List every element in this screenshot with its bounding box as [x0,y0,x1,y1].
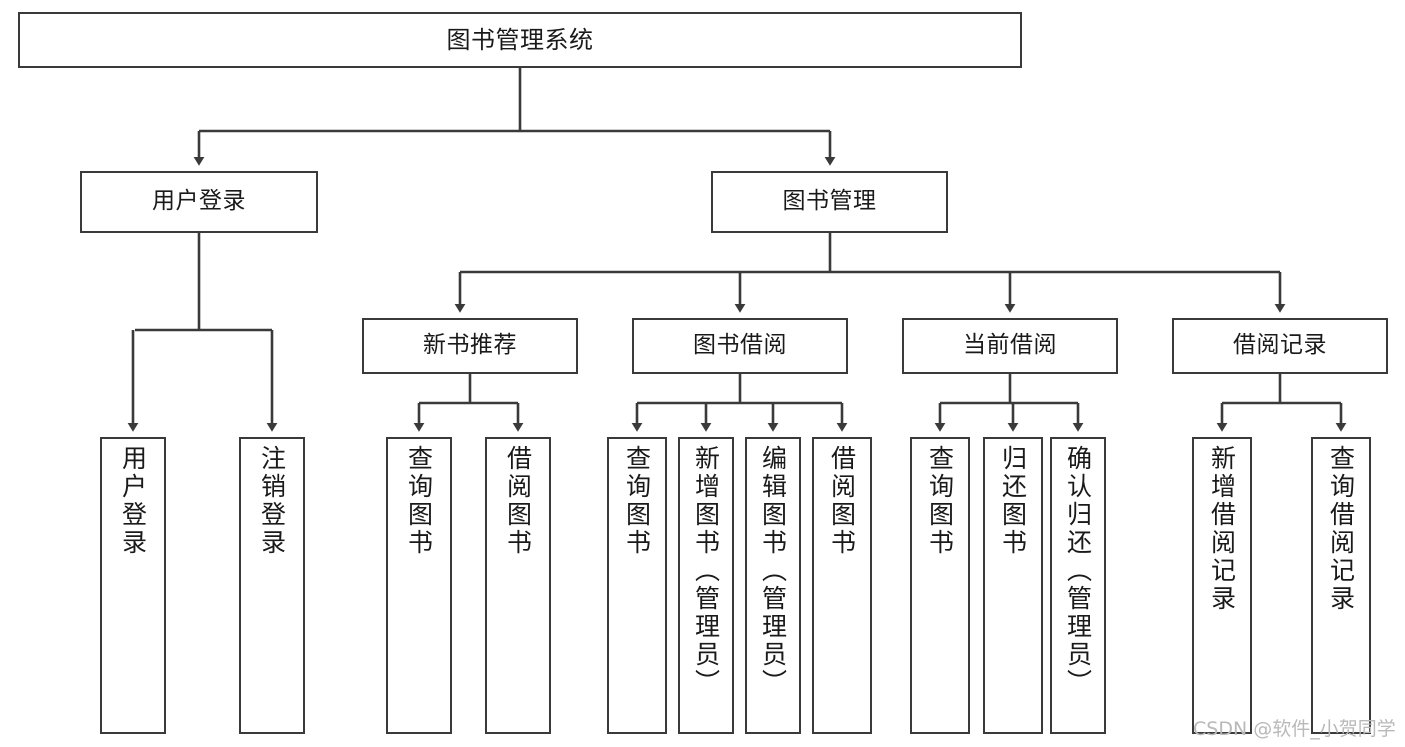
node-leaf-add-book-admin[interactable]: 新增图书（管理员） [678,437,734,734]
node-leaf-query-book-3[interactable]: 查询图书 [910,437,970,734]
node-label: 查询图书 [622,445,652,557]
node-label: 借阅图书 [503,445,533,557]
node-label: 用户登录 [152,188,246,215]
node-label: 注销登录 [257,445,287,557]
node-label: 图书借阅 [693,332,787,359]
node-label: 图书管理系统 [446,25,594,54]
node-leaf-user-login[interactable]: 用户登录 [100,437,166,734]
node-label: 借阅图书 [827,445,857,557]
node-new-book-recommend[interactable]: 新书推荐 [362,318,578,374]
node-label: 当前借阅 [963,332,1057,359]
node-leaf-query-book-1[interactable]: 查询图书 [386,437,452,734]
node-leaf-borrow-book-1[interactable]: 借阅图书 [485,437,551,734]
node-label: 查询图书 [404,445,434,557]
node-label: 新增借阅记录 [1207,445,1237,613]
node-leaf-user-logout[interactable]: 注销登录 [239,437,305,734]
node-label: 用户登录 [118,445,148,557]
node-label: 编辑图书（管理员） [758,445,788,697]
node-borrow-record[interactable]: 借阅记录 [1172,318,1388,374]
node-label: 查询借阅记录 [1326,445,1356,613]
node-label: 新增图书（管理员） [691,445,721,697]
node-leaf-edit-book-admin[interactable]: 编辑图书（管理员） [745,437,801,734]
node-leaf-return-book[interactable]: 归还图书 [983,437,1043,734]
node-leaf-query-book-2[interactable]: 查询图书 [607,437,667,734]
node-leaf-query-borrow-record[interactable]: 查询借阅记录 [1311,437,1371,734]
node-current-borrow[interactable]: 当前借阅 [902,318,1118,374]
node-label: 查询图书 [925,445,955,557]
node-label: 新书推荐 [423,332,517,359]
node-label: 确认归还（管理员） [1063,445,1093,697]
node-root-system[interactable]: 图书管理系统 [18,12,1022,68]
node-label: 借阅记录 [1233,332,1327,359]
csdn-watermark: CSDN @软件_小贺同学 [1193,718,1396,740]
node-label: 归还图书 [998,445,1028,557]
node-label: 图书管理 [782,188,877,215]
node-leaf-borrow-book-2[interactable]: 借阅图书 [812,437,872,734]
node-leaf-add-borrow-record[interactable]: 新增借阅记录 [1192,437,1252,734]
node-book-manage[interactable]: 图书管理 [711,171,948,233]
node-user-login[interactable]: 用户登录 [80,171,318,233]
node-leaf-confirm-return-admin[interactable]: 确认归还（管理员） [1050,437,1106,734]
node-book-borrow[interactable]: 图书借阅 [632,318,848,374]
